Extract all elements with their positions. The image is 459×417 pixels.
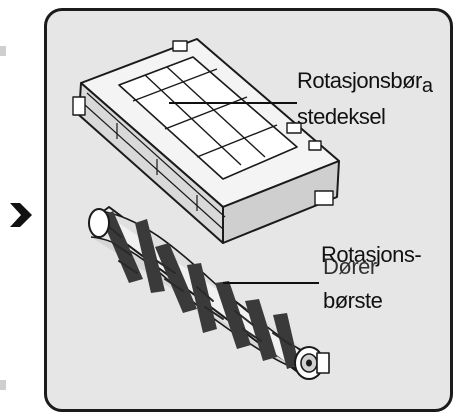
brush-cover-illustration (72, 38, 340, 244)
left-edge-mark-bottom (0, 380, 6, 390)
cover-label-main: Rotasjonsbør (297, 68, 422, 93)
brush-label-line2: børste (323, 288, 383, 313)
left-edge-mark-top (0, 46, 6, 56)
brush-label-overlap-a: Rotasjons- (321, 242, 422, 267)
rotating-brush-illustration (88, 206, 330, 380)
cover-label-line1: Rotasjonsbøra (297, 68, 433, 98)
brush-label-overlap-b: Dører (323, 254, 377, 279)
diagram-illustration (72, 38, 340, 380)
cover-label-line2: stedeksel (297, 104, 386, 129)
cover-label-sub: a (421, 75, 433, 97)
chevron-right-icon (10, 203, 32, 227)
diagram-panel: Rotasjonsbøra stedeksel Rotasjons- Dører… (44, 8, 453, 412)
